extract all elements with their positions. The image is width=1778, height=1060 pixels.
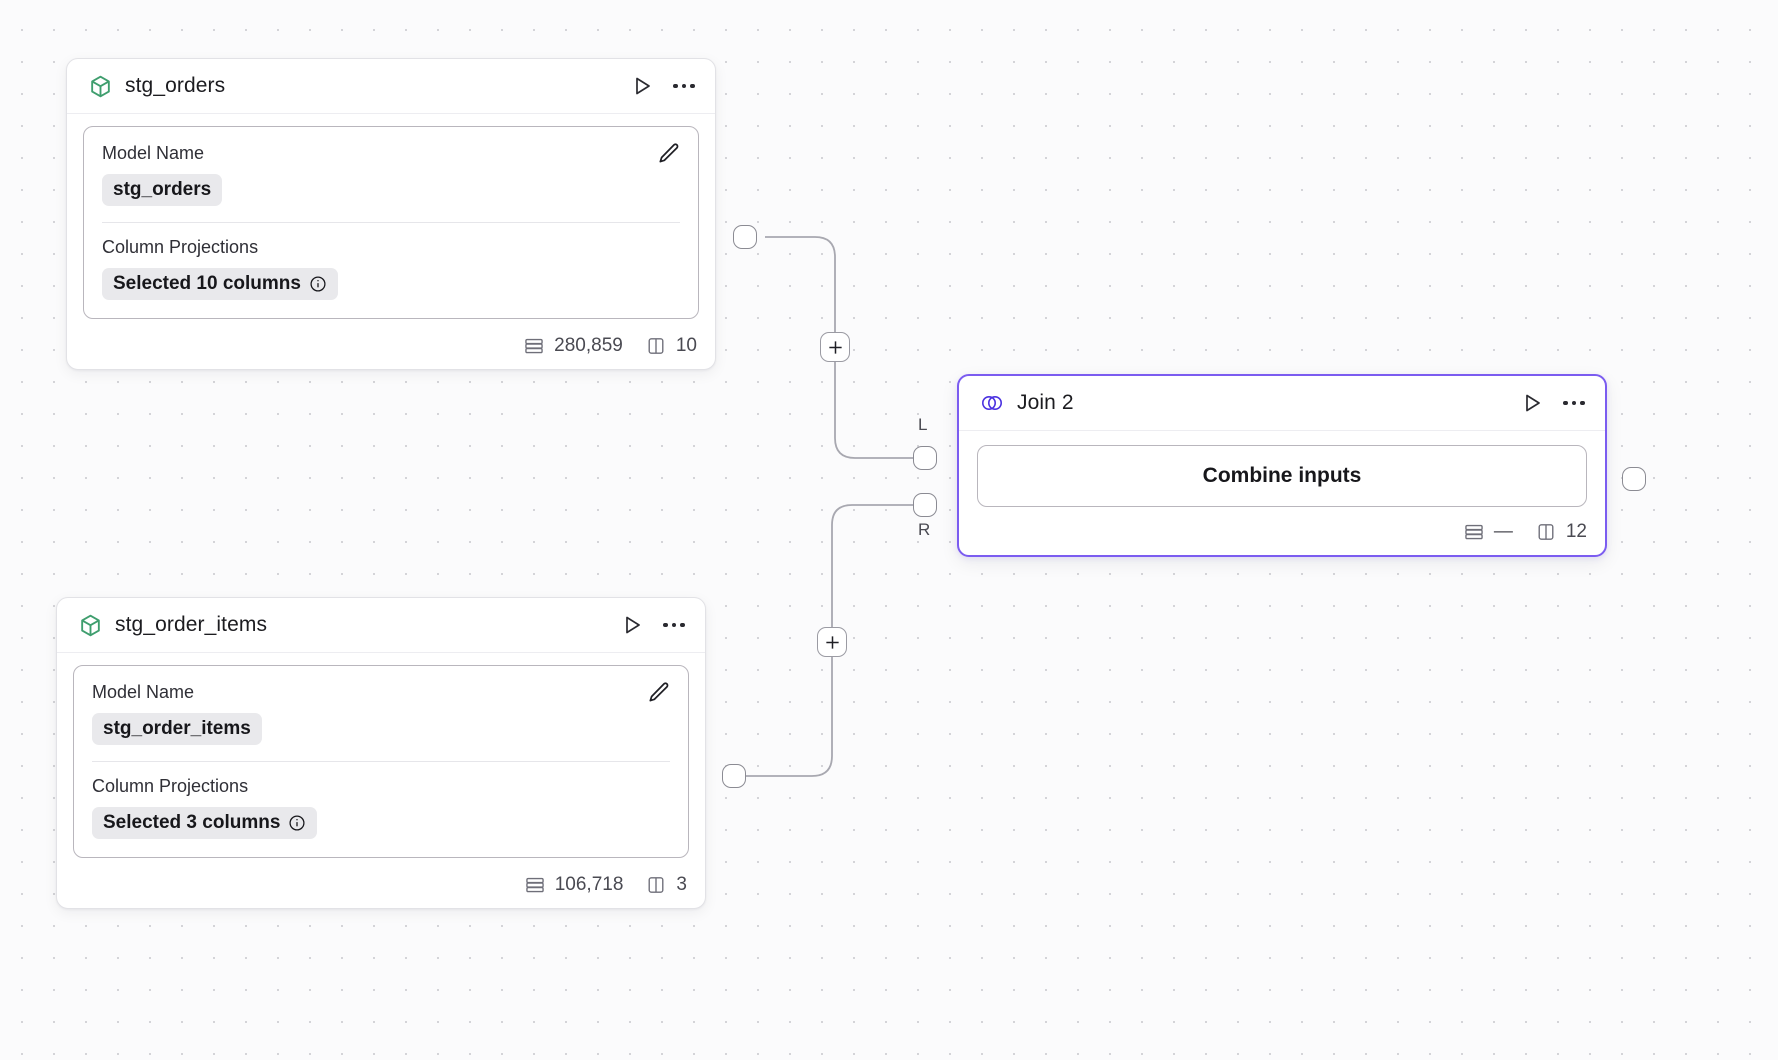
rows-icon bbox=[525, 338, 543, 354]
rows-icon bbox=[525, 877, 544, 893]
columns-icon bbox=[648, 338, 664, 354]
node-body: Model Name stg_order_items Column Projec… bbox=[57, 653, 705, 864]
column-count-stat: 10 bbox=[645, 335, 697, 357]
column-count-stat: 12 bbox=[1535, 521, 1587, 543]
model-name-value[interactable]: stg_orders bbox=[102, 174, 223, 206]
column-count-stat: 3 bbox=[645, 874, 687, 896]
columns-icon bbox=[648, 877, 664, 893]
plus-icon bbox=[828, 340, 842, 354]
output-handle-stg-orders[interactable] bbox=[733, 225, 757, 249]
column-projections-value[interactable]: Selected 3 columns bbox=[92, 807, 318, 839]
plus-icon bbox=[825, 635, 839, 649]
cube-icon bbox=[77, 612, 103, 638]
node-header: stg_order_items bbox=[57, 598, 705, 653]
more-options-icon[interactable] bbox=[661, 612, 687, 638]
output-handle-stg-order-items[interactable] bbox=[722, 764, 746, 788]
node-footer: 106,718 3 bbox=[57, 864, 705, 908]
column-projections-value[interactable]: Selected 10 columns bbox=[102, 268, 338, 300]
divider bbox=[92, 761, 670, 762]
node-stg-order-items[interactable]: stg_order_items Model Name stg_order_ bbox=[56, 597, 706, 909]
cube-icon bbox=[87, 73, 113, 99]
venn-join-icon bbox=[979, 390, 1005, 416]
node-join-2[interactable]: Join 2 Combine inputs — bbox=[957, 374, 1607, 557]
column-projections-text: Selected 3 columns bbox=[103, 812, 281, 833]
column-count-value: 3 bbox=[676, 874, 687, 895]
rows-icon bbox=[1465, 524, 1483, 540]
columns-icon bbox=[1538, 524, 1554, 540]
model-name-value[interactable]: stg_order_items bbox=[92, 713, 262, 745]
output-handle-join-2[interactable] bbox=[1622, 467, 1646, 491]
column-projections-label: Column Projections bbox=[102, 237, 259, 257]
node-title: Join 2 bbox=[1017, 391, 1074, 414]
info-icon[interactable] bbox=[309, 275, 327, 293]
column-projections-text: Selected 10 columns bbox=[113, 273, 301, 294]
edit-pencil-icon[interactable] bbox=[656, 141, 682, 172]
row-count-stat: 106,718 bbox=[524, 874, 624, 896]
input-handle-join-right[interactable] bbox=[913, 493, 937, 517]
node-body: Combine inputs bbox=[959, 431, 1605, 511]
edit-pencil-icon[interactable] bbox=[646, 680, 672, 711]
add-node-on-edge-top[interactable] bbox=[820, 332, 850, 362]
column-projections-label: Column Projections bbox=[92, 776, 249, 796]
run-icon[interactable] bbox=[1519, 390, 1545, 416]
run-icon[interactable] bbox=[629, 73, 655, 99]
port-label-right: R bbox=[918, 520, 931, 539]
more-options-icon[interactable] bbox=[1561, 390, 1587, 416]
model-config-card: Model Name stg_orders Column Projections… bbox=[83, 126, 699, 319]
node-body: Model Name stg_orders Column Projections… bbox=[67, 114, 715, 325]
row-count-value: 280,859 bbox=[554, 335, 623, 356]
row-count-value: 106,718 bbox=[554, 874, 624, 895]
more-options-icon[interactable] bbox=[671, 73, 697, 99]
combine-inputs-button[interactable]: Combine inputs bbox=[977, 445, 1587, 507]
node-header: Join 2 bbox=[959, 376, 1605, 431]
node-footer: — 12 bbox=[959, 511, 1605, 555]
port-label-left: L bbox=[918, 415, 928, 434]
node-title: stg_order_items bbox=[115, 613, 268, 636]
model-name-label: Model Name bbox=[102, 143, 205, 163]
divider bbox=[102, 222, 680, 223]
row-count-value: — bbox=[1493, 521, 1513, 542]
model-config-card: Model Name stg_order_items Column Projec… bbox=[73, 665, 689, 858]
run-icon[interactable] bbox=[619, 612, 645, 638]
node-header: stg_orders bbox=[67, 59, 715, 114]
input-handle-join-left[interactable] bbox=[913, 446, 937, 470]
node-footer: 280,859 10 bbox=[67, 325, 715, 369]
node-title: stg_orders bbox=[125, 74, 226, 97]
column-count-value: 10 bbox=[675, 335, 697, 356]
info-icon[interactable] bbox=[288, 814, 306, 832]
row-count-stat: 280,859 bbox=[523, 335, 623, 357]
node-stg-orders[interactable]: stg_orders Model Name stg_orders bbox=[66, 58, 716, 370]
row-count-stat: — bbox=[1463, 521, 1513, 543]
add-node-on-edge-bottom[interactable] bbox=[817, 627, 847, 657]
column-count-value: 12 bbox=[1565, 521, 1587, 542]
model-name-label: Model Name bbox=[92, 682, 195, 702]
